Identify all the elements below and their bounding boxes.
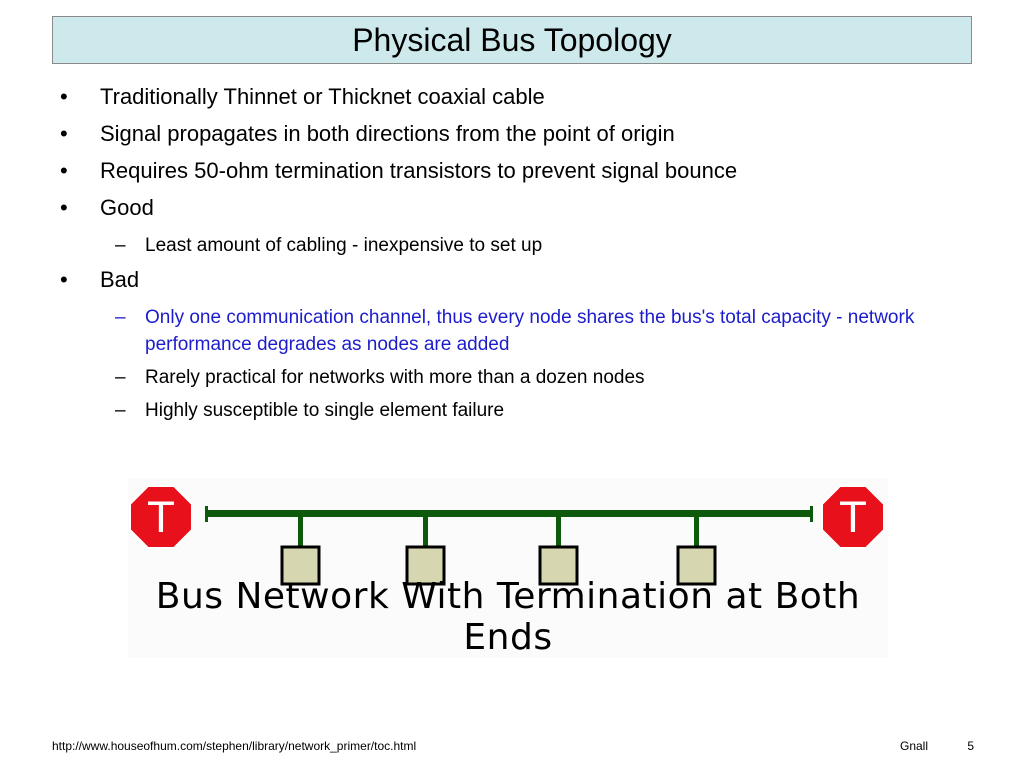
node-icon (676, 517, 717, 586)
right-terminator-icon: T (821, 485, 885, 549)
dash-glyph: – (115, 307, 126, 328)
bullet-text: Bad (100, 267, 140, 292)
sub-bullet-item: – Least amount of cabling - inexpensive … (60, 232, 960, 259)
terminator-label: T (839, 493, 866, 542)
bus-network-diagram: T T Bus Network With Terminati (128, 478, 888, 658)
node-icon (405, 517, 446, 586)
bullet-text: Traditionally Thinnet or Thicknet coaxia… (100, 84, 545, 109)
bullet-glyph: • (60, 158, 68, 183)
bullet-glyph: • (60, 195, 68, 220)
bullet-list: • Traditionally Thinnet or Thicknet coax… (60, 84, 960, 430)
footer-author: Gnall (900, 739, 929, 753)
bullet-glyph: • (60, 84, 68, 109)
terminator-label: T (147, 493, 174, 542)
sub-bullet-text: Rarely practical for networks with more … (145, 367, 645, 388)
dash-glyph: – (115, 235, 126, 256)
sub-bullet-item: – Rarely practical for networks with mor… (60, 364, 960, 391)
footer-url[interactable]: http://www.houseofhum.com/stephen/librar… (52, 739, 417, 753)
node-icon (280, 517, 321, 586)
sub-bullet-item-highlighted: – Only one communication channel, thus e… (60, 304, 960, 358)
bullet-glyph: • (60, 267, 68, 292)
bullet-text: Signal propagates in both directions fro… (100, 121, 675, 146)
sub-bullet-text: Least amount of cabling - inexpensive to… (145, 235, 543, 256)
page-number: 5 (967, 739, 974, 753)
node-icon (538, 517, 579, 586)
left-terminator-icon: T (129, 485, 193, 549)
sub-bullet-text: Only one communication channel, thus eve… (145, 307, 915, 355)
diagram-caption: Bus Network With Termination at Both End… (155, 576, 861, 658)
bullet-text: Requires 50-ohm termination transistors … (100, 158, 738, 183)
bullet-glyph: • (60, 121, 68, 146)
bullet-item-good: • Good (60, 195, 960, 221)
sub-bullet-text: Highly susceptible to single element fai… (145, 400, 505, 421)
bullet-text: Good (100, 195, 154, 220)
bus-diagram-svg: T T (129, 485, 885, 586)
slide-title-box: Physical Bus Topology (52, 16, 972, 64)
sub-bullet-item: – Highly susceptible to single element f… (60, 397, 960, 424)
dash-glyph: – (115, 400, 126, 421)
bullet-item: • Signal propagates in both directions f… (60, 121, 960, 147)
bus-line (205, 506, 813, 522)
bullet-item: • Traditionally Thinnet or Thicknet coax… (60, 84, 960, 110)
bullet-item: • Requires 50-ohm termination transistor… (60, 158, 960, 184)
slide-title: Physical Bus Topology (352, 21, 672, 58)
bullet-item-bad: • Bad (60, 267, 960, 293)
dash-glyph: – (115, 367, 126, 388)
